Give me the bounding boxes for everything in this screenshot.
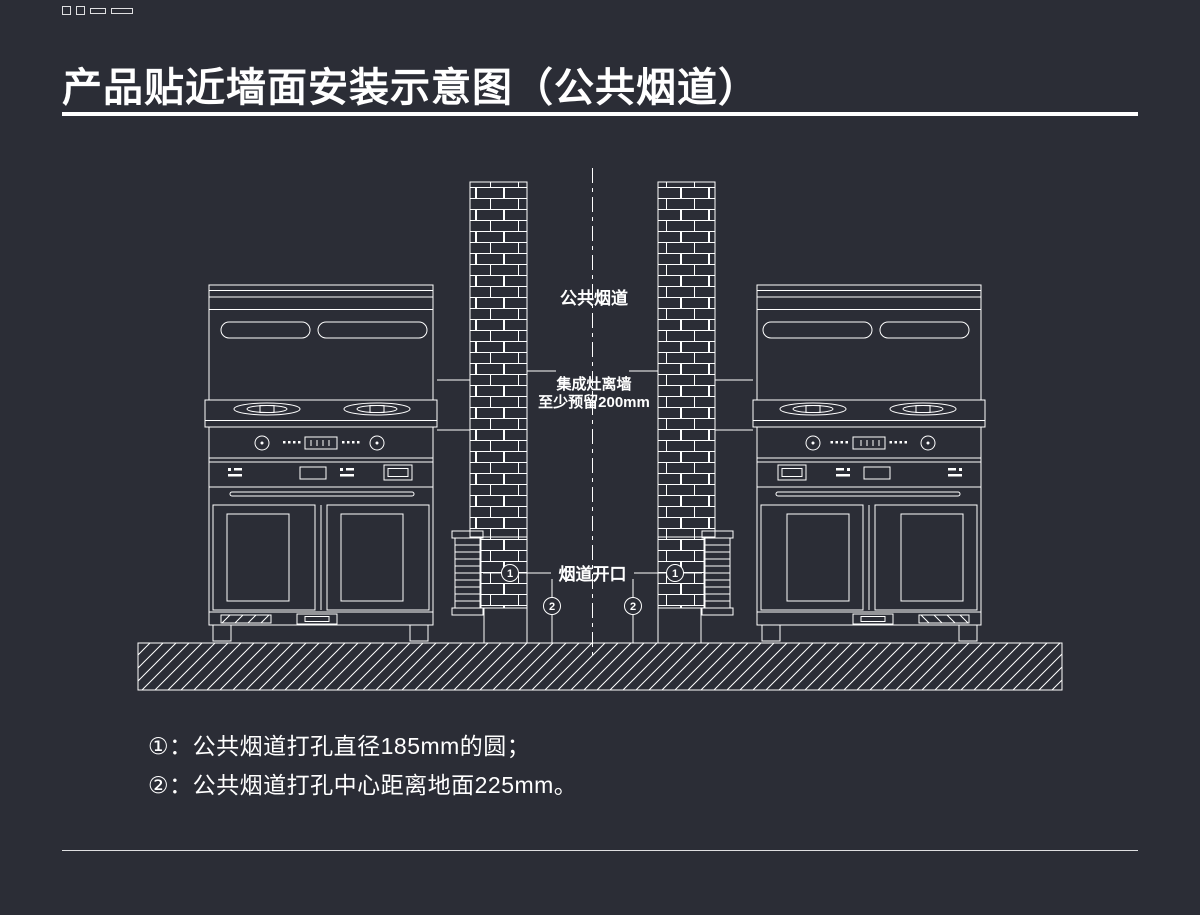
marker-1-right: 1: [666, 564, 684, 582]
page-title: 产品贴近墙面安装示意图（公共烟道）: [62, 66, 759, 110]
duct-connections: [437, 370, 753, 431]
corner-mark-glyph: [90, 7, 106, 14]
ground-hatch: [137, 642, 1063, 691]
svg-text:1: 1: [672, 568, 678, 580]
stove-right: [752, 284, 986, 642]
svg-text:2: 2: [630, 601, 636, 613]
corner-mark: [62, 6, 133, 15]
corner-mark-glyph: [111, 7, 133, 14]
marker-2-right: 2: [624, 597, 642, 615]
svg-text:1: 1: [507, 568, 513, 580]
corner-mark-glyph: [76, 6, 85, 15]
notes: ①：公共烟道打孔直径185mm的圆； ②：公共烟道打孔中心距离地面225mm。: [148, 727, 577, 805]
title-underline: [62, 112, 1138, 116]
flue-label: 公共烟道: [560, 288, 628, 308]
stove-left: [204, 284, 438, 642]
corner-mark-glyph: [62, 6, 71, 15]
note-1: ①：公共烟道打孔直径185mm的圆；: [148, 733, 531, 759]
svg-text:2: 2: [549, 601, 555, 613]
note-2: ②：公共烟道打孔中心距离地面225mm。: [148, 772, 578, 798]
clearance-label-line1: 集成灶离墙: [555, 375, 631, 393]
marker-1-left: 1: [501, 564, 519, 582]
bottom-rule: [62, 850, 1138, 851]
leader-lines: [483, 572, 702, 643]
marker-2-left: 2: [543, 597, 561, 615]
opening-label: 烟道开口: [559, 564, 627, 584]
clearance-label-line2: 至少预留200mm: [538, 393, 650, 411]
